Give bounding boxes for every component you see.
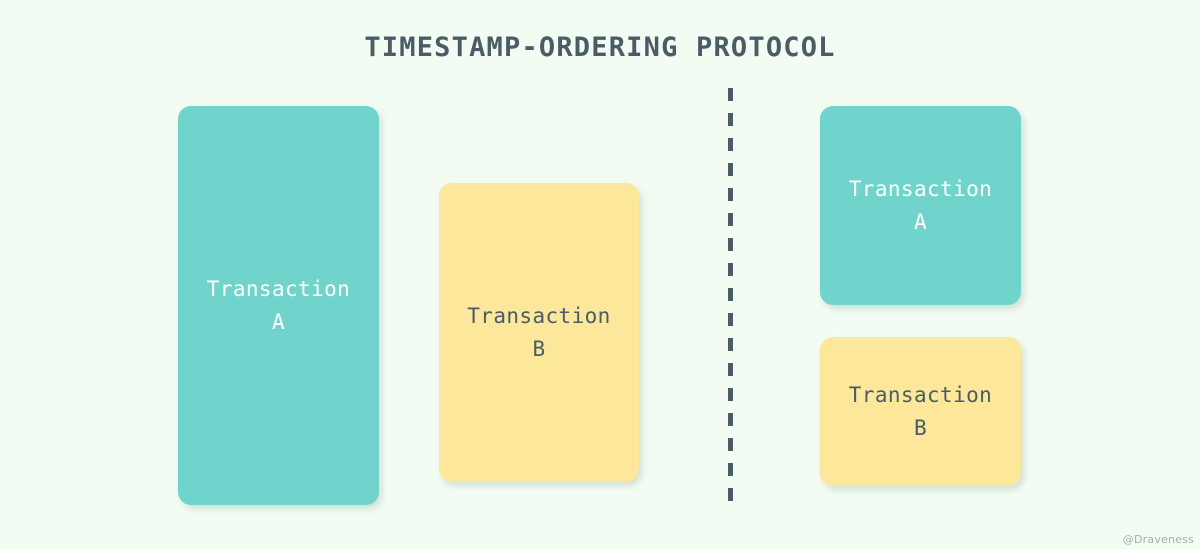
watermark: @Draveness — [1122, 533, 1194, 546]
transaction-box-right-a: Transaction A — [820, 106, 1021, 305]
transaction-label: Transaction B — [467, 303, 611, 361]
page-title: TIMESTAMP-ORDERING PROTOCOL — [364, 32, 836, 63]
dashed-divider — [728, 88, 733, 510]
transaction-label: Transaction B — [848, 382, 993, 440]
transaction-label: Transaction A — [848, 176, 993, 234]
transaction-box-right-b: Transaction B — [820, 337, 1021, 486]
transaction-label: Transaction A — [206, 276, 351, 334]
transaction-box-left-b: Transaction B — [439, 183, 639, 482]
transaction-box-left-a: Transaction A — [178, 106, 379, 505]
